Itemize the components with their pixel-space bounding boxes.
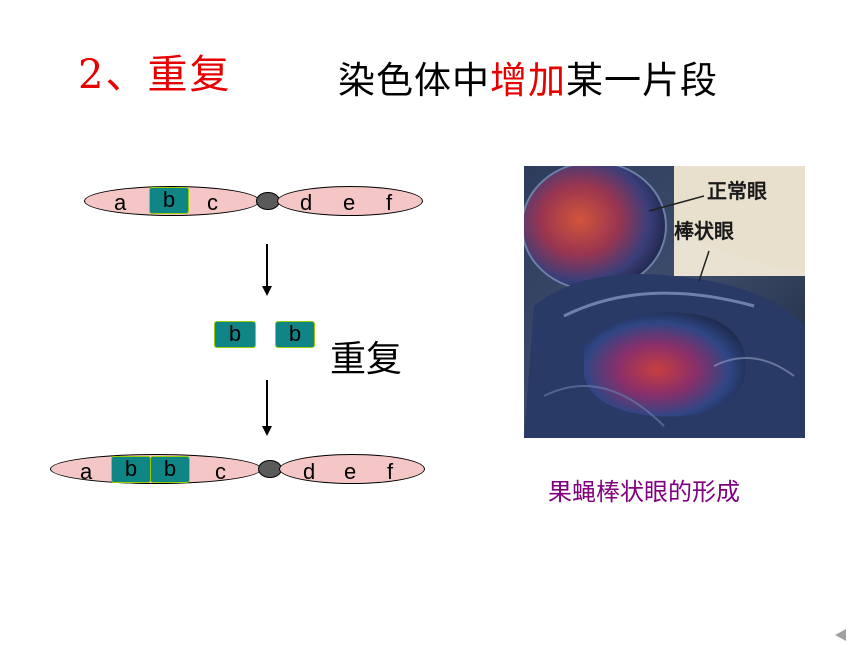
gene-a: a (114, 190, 127, 215)
gene-e: e (343, 190, 356, 215)
title-number: 2、重复 (78, 52, 232, 98)
arrow-down-2-icon (262, 426, 272, 436)
chromosome-bottom-segment-b1: b (111, 456, 151, 483)
duplicated-segment-1: b (214, 321, 256, 348)
chromosome-top-segment-b: b (149, 187, 189, 214)
arrow-down-1-icon (262, 286, 272, 296)
duplicated-segment-2: b (275, 321, 315, 348)
fruit-fly-eye-photo: 正常眼 棒状眼 (524, 166, 805, 438)
title-desc-prefix: 染色体中 (338, 59, 490, 102)
gene-d-bottom: d (303, 459, 316, 484)
photo-caption: 果蝇棒状眼的形成 (548, 478, 740, 506)
title-description: 染色体中增加某一片段 (338, 50, 718, 104)
gene-f-bottom: f (387, 459, 394, 484)
gene-d: d (300, 190, 313, 215)
gene-a-bottom: a (80, 459, 93, 484)
chromosome-bottom-segment-b2: b (150, 456, 190, 483)
chromosome-top-right-arm (277, 186, 423, 216)
photo-label-bar-eye: 棒状眼 (674, 219, 734, 243)
gene-e-bottom: e (344, 459, 357, 484)
arrow-down-2-line (266, 380, 268, 426)
gene-f: f (386, 190, 393, 215)
chromosome-bottom-right-arm (279, 454, 425, 484)
duplication-label: 重复 (330, 339, 403, 380)
prev-arrow-icon[interactable] (835, 629, 846, 641)
title-desc-suffix: 某一片段 (566, 59, 718, 102)
title-desc-highlight: 增加 (490, 59, 566, 102)
gene-c-bottom: c (215, 459, 226, 484)
fruit-fly-eye-image: 正常眼 棒状眼 (524, 166, 805, 438)
gene-c: c (207, 190, 218, 215)
arrow-down-1-line (266, 244, 268, 286)
photo-label-normal-eye: 正常眼 (707, 179, 767, 203)
